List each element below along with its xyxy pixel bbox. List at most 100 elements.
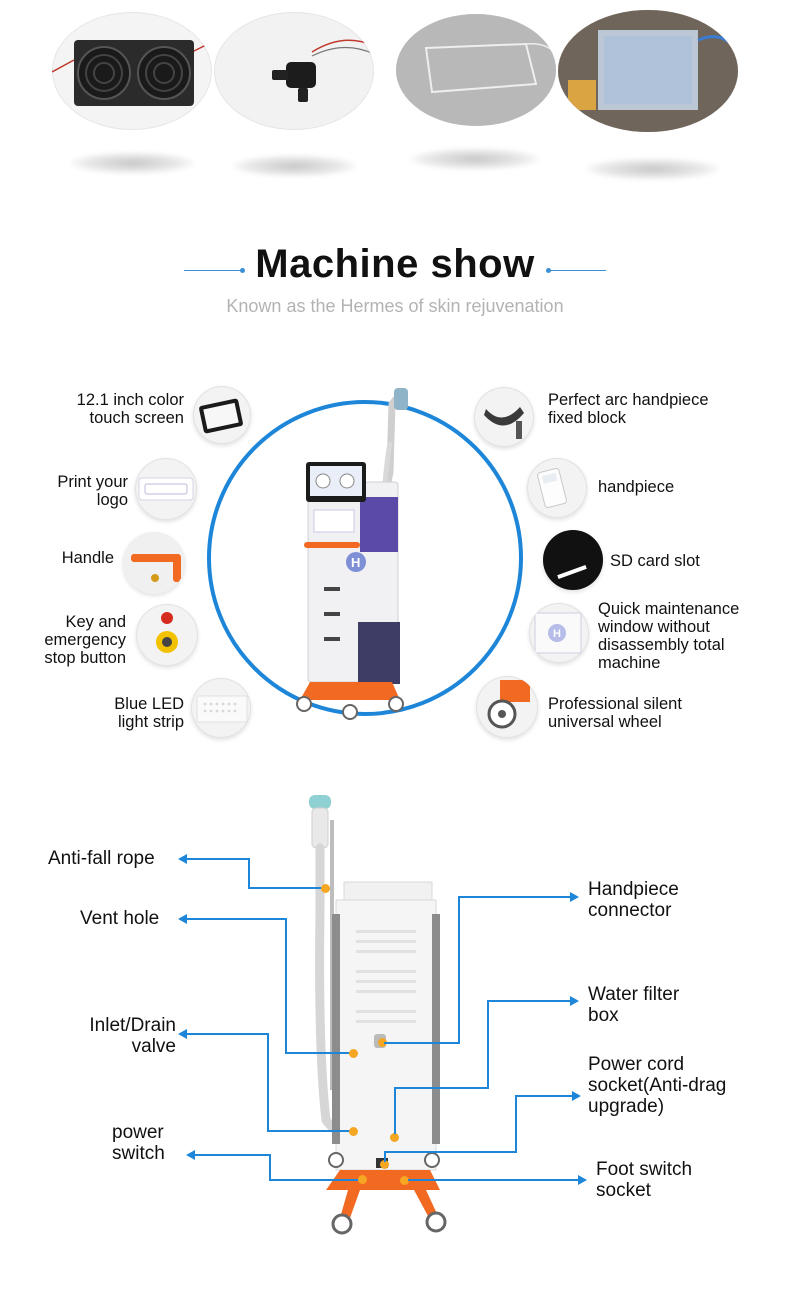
section-subtitle: Known as the Hermes of skin rejuvenation [226,296,564,316]
callout-label-line: power [112,1122,164,1143]
handle-icon [123,532,185,594]
feature-image-sd-card-slot [543,530,603,590]
touch-screen-icon [199,398,243,434]
feature-label-line: 12.1 inch color [76,391,184,409]
callout-point [390,1133,399,1142]
feature-label-line: stop button [44,649,126,667]
callout-label-line: Power cord [588,1054,685,1075]
callout-point [349,1127,358,1136]
universal-wheel-icon [487,680,530,729]
machine-front-image: H [296,388,408,720]
feature-image-universal-wheel [476,676,538,738]
feature-image-handpiece [527,458,587,518]
feature-label-sd-card-slot: SD card slot [610,552,750,570]
feature-label-line: Quick maintenance [598,600,740,618]
callout-point [321,884,330,893]
callout-line [515,1095,517,1153]
svg-text:H: H [351,555,360,570]
feature-image-touch-screen [193,386,251,444]
feature-label-line: universal wheel [548,713,662,731]
callout-line [269,1154,271,1180]
feature-label-line: window without [598,618,710,636]
callout-line [487,1000,489,1089]
callout-label-line: valve [131,1036,176,1057]
feature-label-line: light strip [117,713,184,731]
led-strip-icon [196,695,248,723]
callout-label-vent-hole: Vent hole [80,908,159,929]
feature-label-led-strip: Blue LED light strip [60,695,184,731]
callout-label-line: Vent hole [80,908,160,929]
svg-text:H: H [553,628,561,640]
feature-label-line: logo [96,491,128,509]
feature-label-maintenance-window: Quick maintenance window without disasse… [598,600,778,672]
feature-label-logo: Print your logo [40,473,128,509]
callout-line [384,1152,386,1162]
callout-point [400,1176,409,1185]
machine-rear-image [309,795,447,1235]
callout-label-line: Inlet/Drain [89,1015,176,1036]
component-photo-radiator [52,12,212,130]
callout-label-line: box [588,1005,619,1026]
callout-point [378,1038,387,1047]
feature-label-line: SD card slot [610,552,700,570]
component-photo-pump [214,12,374,130]
callout-arrow [578,1175,587,1185]
callout-line [267,1130,351,1132]
callout-line [186,918,286,920]
callout-line [458,896,460,1044]
feature-label-line: emergency [44,631,126,649]
emergency-stop-icon [156,612,178,653]
callout-point [380,1160,389,1169]
callout-line [248,858,250,888]
feature-image-logo [135,458,197,520]
feature-image-maintenance-window: H [529,603,589,663]
feature-image-handpiece-holder [474,387,534,447]
feature-label-line: disassembly total [598,636,725,654]
callout-line [186,858,248,860]
title-decor-left [184,270,242,271]
tube-frame-icon [396,14,556,126]
feature-label-handle: Handle [40,549,114,567]
callout-line [186,1033,268,1035]
callout-arrow [178,914,187,924]
callout-line [384,1151,516,1153]
feature-label-line: Handle [61,549,114,567]
callout-line [458,896,570,898]
callout-line [248,887,324,889]
callout-line [408,1179,578,1181]
callout-label-handpiece-connector: Handpiece connector [588,879,679,921]
title-decor-right [548,270,606,271]
callout-label-foot-switch-socket: Foot switch socket [596,1159,692,1201]
feature-label-line: machine [598,654,661,672]
feature-label-line: touch screen [89,409,184,427]
feature-label-line: Professional silent [548,695,682,713]
callout-label-line: Anti-fall rope [48,848,155,869]
callout-label-line: socket(Anti-drag [588,1075,727,1096]
callout-line [269,1179,361,1181]
feature-image-handle [123,532,185,594]
callout-line [285,918,287,1053]
callout-label-inlet-drain-valve: Inlet/Drain valve [68,1015,176,1057]
machine-frame-circle [207,400,523,716]
feature-label-line: Key and [65,613,126,631]
handpiece-holder-icon [484,407,524,439]
callout-line [194,1154,270,1156]
sd-card-slot-icon [543,530,603,590]
callout-label-line: Foot switch [596,1159,693,1180]
water-tank-icon [558,10,738,132]
callout-line [384,1042,460,1044]
callout-point [358,1175,367,1184]
callout-line [267,1033,269,1131]
handpiece-icon [537,468,567,508]
callout-label-water-filter-box: Water filter box [588,984,679,1026]
maintenance-window-icon: H [534,612,582,654]
callout-line [394,1087,488,1089]
callout-label-power-cord-socket: Power cord socket(Anti-drag upgrade) [588,1054,726,1117]
callout-arrow [186,1150,195,1160]
callout-label-line: Water filter [588,984,680,1005]
callout-label-line: switch [112,1143,165,1164]
feature-label-emergency-stop: Key and emergency stop button [20,613,126,667]
feature-label-line: Blue LED [114,695,184,713]
feature-label-line: handpiece [598,478,675,496]
component-photo-frame [396,14,556,126]
